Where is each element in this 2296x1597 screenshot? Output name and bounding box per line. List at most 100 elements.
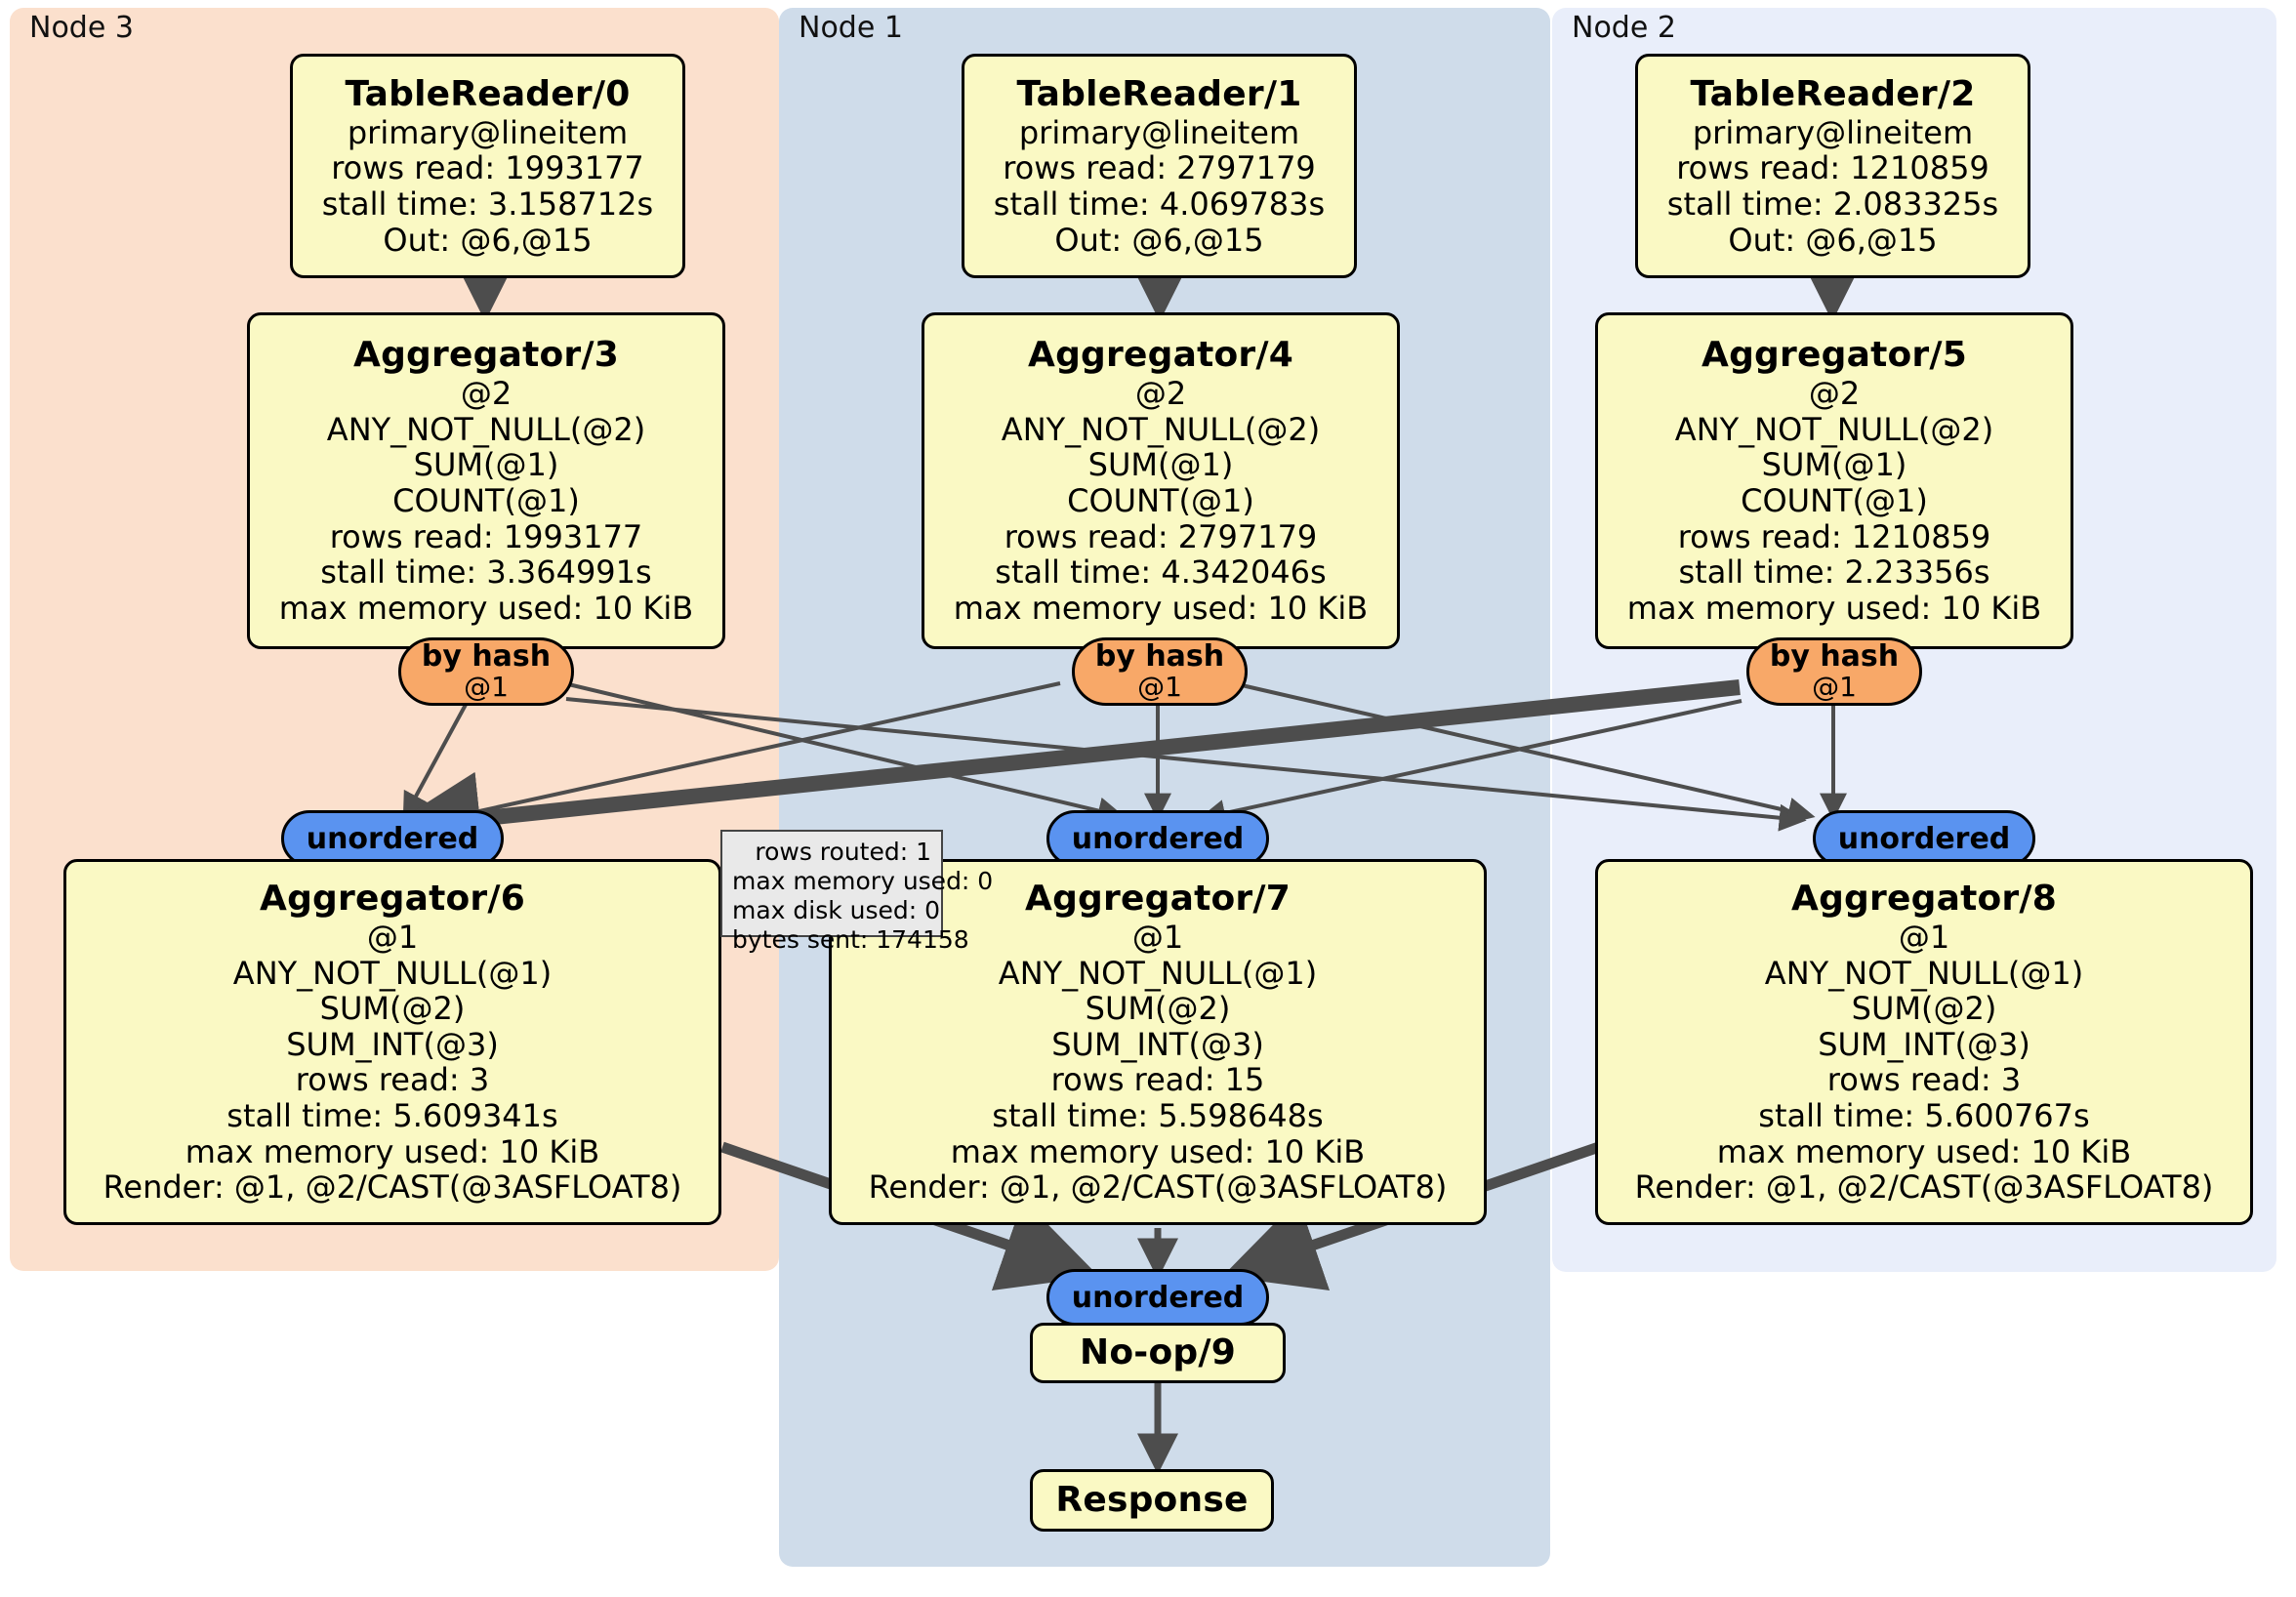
router-label: unordered	[1071, 821, 1245, 856]
node-line: stall time: 2.23356s	[1678, 553, 1990, 592]
node-title: No-op/9	[1080, 1332, 1236, 1373]
tooltip-line: max disk used: 0	[732, 896, 941, 924]
router-label: unordered	[306, 821, 479, 856]
node-line: @1	[1131, 918, 1184, 956]
node-no-op-9[interactable]: No-op/9	[1030, 1323, 1286, 1383]
cluster-label-node-1: Node 1	[799, 11, 903, 45]
node-line: ANY_NOT_NULL(@2)	[326, 410, 646, 448]
node-title: Aggregator/3	[353, 335, 619, 376]
node-aggregator-6[interactable]: Aggregator/6 @1 ANY_NOT_NULL(@1) SUM(@2)…	[63, 859, 721, 1225]
node-line: stall time: 5.609341s	[226, 1097, 558, 1134]
node-line: SUM(@2)	[1085, 990, 1231, 1028]
router-unordered-node-1[interactable]: unordered	[1046, 810, 1269, 867]
node-title: Aggregator/5	[1702, 335, 1967, 376]
node-line: rows read: 2797179	[1004, 517, 1318, 555]
router-column: @1	[464, 671, 509, 704]
node-line: primary@lineitem	[1692, 113, 1974, 151]
node-line: rows read: 2797179	[1003, 149, 1316, 187]
node-line: COUNT(@1)	[1741, 482, 1928, 520]
node-line: Render: @1, @2/CAST(@3ASFLOAT8)	[1634, 1168, 2214, 1207]
node-line: SUM(@1)	[1087, 446, 1234, 484]
node-title: Aggregator/4	[1028, 335, 1293, 376]
router-by-hash-node-3[interactable]: by hash @1	[398, 637, 574, 706]
node-line: Render: @1, @2/CAST(@3ASFLOAT8)	[102, 1168, 682, 1207]
router-column: @1	[1812, 671, 1857, 704]
node-line: SUM(@1)	[413, 446, 559, 484]
node-line: COUNT(@1)	[1067, 482, 1254, 520]
node-line: SUM_INT(@3)	[1051, 1025, 1264, 1063]
node-aggregator-8[interactable]: Aggregator/8 @1 ANY_NOT_NULL(@1) SUM(@2)…	[1595, 859, 2253, 1225]
router-label: by hash	[1094, 639, 1225, 675]
node-line: @2	[460, 375, 512, 413]
node-aggregator-4[interactable]: Aggregator/4 @2 ANY_NOT_NULL(@2) SUM(@1)…	[922, 312, 1400, 649]
node-title: TableReader/2	[1690, 73, 1976, 114]
node-line: @1	[366, 918, 419, 956]
node-aggregator-5[interactable]: Aggregator/5 @2 ANY_NOT_NULL(@2) SUM(@1)…	[1595, 312, 2073, 649]
node-line: stall time: 4.342046s	[995, 553, 1327, 592]
tooltip-line: bytes sent: 174158	[732, 925, 969, 954]
node-tablereader-2[interactable]: TableReader/2 primary@lineitem rows read…	[1635, 54, 2030, 278]
node-aggregator-3[interactable]: Aggregator/3 @2 ANY_NOT_NULL(@2) SUM(@1)…	[247, 312, 725, 649]
node-line: ANY_NOT_NULL(@1)	[232, 954, 553, 992]
node-line: @2	[1808, 375, 1861, 413]
node-line: stall time: 4.069783s	[993, 184, 1326, 223]
node-line: Out: @6,@15	[1728, 221, 1938, 259]
node-line: rows read: 15	[1050, 1061, 1265, 1099]
node-line: primary@lineitem	[347, 113, 629, 151]
node-line: SUM_INT(@3)	[1818, 1025, 2030, 1063]
node-line: ANY_NOT_NULL(@1)	[1764, 954, 2084, 992]
node-title: Response	[1055, 1480, 1249, 1521]
router-column: @1	[1137, 671, 1182, 704]
cluster-label-node-2: Node 2	[1572, 11, 1676, 45]
tooltip-line: rows routed: 1	[755, 838, 931, 866]
node-title: Aggregator/7	[1025, 879, 1291, 920]
tooltip-line: max memory used: 0	[732, 867, 994, 895]
node-line: rows read: 1993177	[331, 149, 644, 187]
node-line: max memory used: 10 KiB	[1626, 589, 2042, 627]
router-unordered-node-2[interactable]: unordered	[1813, 810, 2035, 867]
node-line: @1	[1898, 918, 1950, 956]
node-title: TableReader/0	[345, 73, 631, 114]
node-title: Aggregator/6	[260, 879, 525, 920]
node-line: COUNT(@1)	[392, 482, 580, 520]
node-line: rows read: 1993177	[329, 517, 643, 555]
node-line: ANY_NOT_NULL(@1)	[998, 954, 1318, 992]
node-line: max memory used: 10 KiB	[953, 589, 1369, 627]
node-line: rows read: 3	[295, 1061, 490, 1099]
node-line: SUM(@2)	[319, 990, 466, 1028]
router-label: by hash	[421, 639, 552, 675]
node-tablereader-1[interactable]: TableReader/1 primary@lineitem rows read…	[962, 54, 1357, 278]
router-by-hash-node-2[interactable]: by hash @1	[1746, 637, 1922, 706]
node-line: rows read: 1210859	[1677, 517, 1991, 555]
router-unordered-final[interactable]: unordered	[1046, 1269, 1269, 1326]
router-by-hash-node-1[interactable]: by hash @1	[1072, 637, 1248, 706]
node-line: stall time: 3.364991s	[320, 553, 652, 592]
node-aggregator-7[interactable]: Aggregator/7 @1 ANY_NOT_NULL(@1) SUM(@2)…	[829, 859, 1487, 1225]
node-line: max memory used: 10 KiB	[1716, 1132, 2132, 1170]
cluster-label-node-3: Node 3	[29, 11, 134, 45]
router-label: by hash	[1769, 639, 1900, 675]
node-line: rows read: 3	[1826, 1061, 2022, 1099]
node-line: Render: @1, @2/CAST(@3ASFLOAT8)	[868, 1168, 1448, 1207]
node-line: Out: @6,@15	[383, 221, 593, 259]
node-line: ANY_NOT_NULL(@2)	[1674, 410, 1994, 448]
node-line: stall time: 2.083325s	[1666, 184, 1999, 223]
node-line: stall time: 5.600767s	[1758, 1097, 2090, 1134]
node-line: SUM_INT(@3)	[286, 1025, 499, 1063]
node-line: max memory used: 10 KiB	[950, 1132, 1366, 1170]
node-line: stall time: 5.598648s	[992, 1097, 1324, 1134]
node-title: TableReader/1	[1016, 73, 1302, 114]
node-response[interactable]: Response	[1030, 1469, 1274, 1532]
node-line: @2	[1134, 375, 1187, 413]
node-line: Out: @6,@15	[1054, 221, 1264, 259]
node-tablereader-0[interactable]: TableReader/0 primary@lineitem rows read…	[290, 54, 685, 278]
node-line: max memory used: 10 KiB	[184, 1132, 600, 1170]
node-line: stall time: 3.158712s	[321, 184, 654, 223]
node-line: max memory used: 10 KiB	[278, 589, 694, 627]
node-title: Aggregator/8	[1791, 879, 2057, 920]
router-label: unordered	[1071, 1280, 1245, 1315]
stream-stats-tooltip: rows routed: 1 max memory used: 0 max di…	[720, 830, 994, 954]
node-line: SUM(@2)	[1851, 990, 1997, 1028]
node-line: primary@lineitem	[1018, 113, 1300, 151]
